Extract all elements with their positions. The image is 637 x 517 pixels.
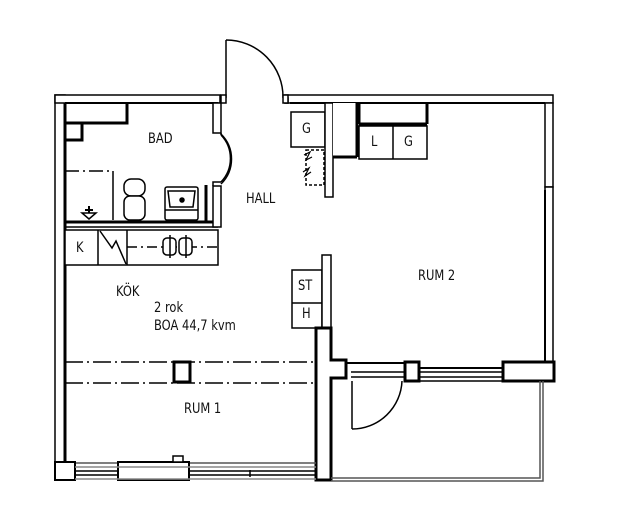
hall-wardrobe — [290, 111, 326, 148]
electric-panel-icon — [302, 149, 325, 186]
sink-icon — [164, 186, 199, 221]
outer-wall-top-right — [284, 94, 554, 104]
balcony — [331, 381, 544, 482]
rum2-wardrobe-label: G — [404, 134, 413, 150]
entrance-door — [220, 39, 289, 104]
room-label-bad: BAD — [148, 131, 173, 147]
hall-cabinet-st-h — [291, 254, 332, 329]
kitchen-fridge-label: K — [76, 240, 84, 256]
outer-wall-top-left — [54, 94, 222, 134]
room-label-hall: HALL — [246, 191, 276, 207]
hall-wardrobe-label: G — [302, 121, 311, 137]
apartment-type: 2 rok — [154, 300, 184, 316]
bathroom — [65, 103, 222, 228]
room-label-rum2: RUM 2 — [418, 268, 456, 284]
toilet-icon — [123, 178, 146, 221]
interior-wall-hall-rum2 — [324, 102, 359, 198]
hall-cabinet-h-label: H — [302, 306, 311, 322]
balcony-door — [351, 380, 403, 430]
window-icon — [75, 466, 316, 480]
rum2-linen-label: L — [371, 134, 378, 150]
hall-cabinet-st-label: ST — [298, 278, 313, 294]
kitchen-sink-icon — [127, 235, 218, 258]
kitchen-counter — [64, 229, 219, 266]
stove-icon — [99, 230, 127, 265]
rum2-closets — [357, 103, 429, 160]
beam-lines — [65, 360, 316, 384]
outer-wall-left — [54, 94, 67, 466]
rum2-bottom-wall — [346, 360, 556, 383]
bath-door-swing — [220, 133, 233, 185]
outer-wall-bottom — [54, 455, 316, 481]
room-label-rum1: RUM 1 — [184, 401, 222, 417]
floor-drain-icon — [79, 206, 99, 220]
outer-wall-right — [544, 102, 554, 364]
apartment-area: BOA 44,7 kvm — [154, 318, 236, 334]
interior-wall-rum1-rum2 — [314, 326, 348, 482]
room-label-kok: KÖK — [116, 284, 140, 300]
